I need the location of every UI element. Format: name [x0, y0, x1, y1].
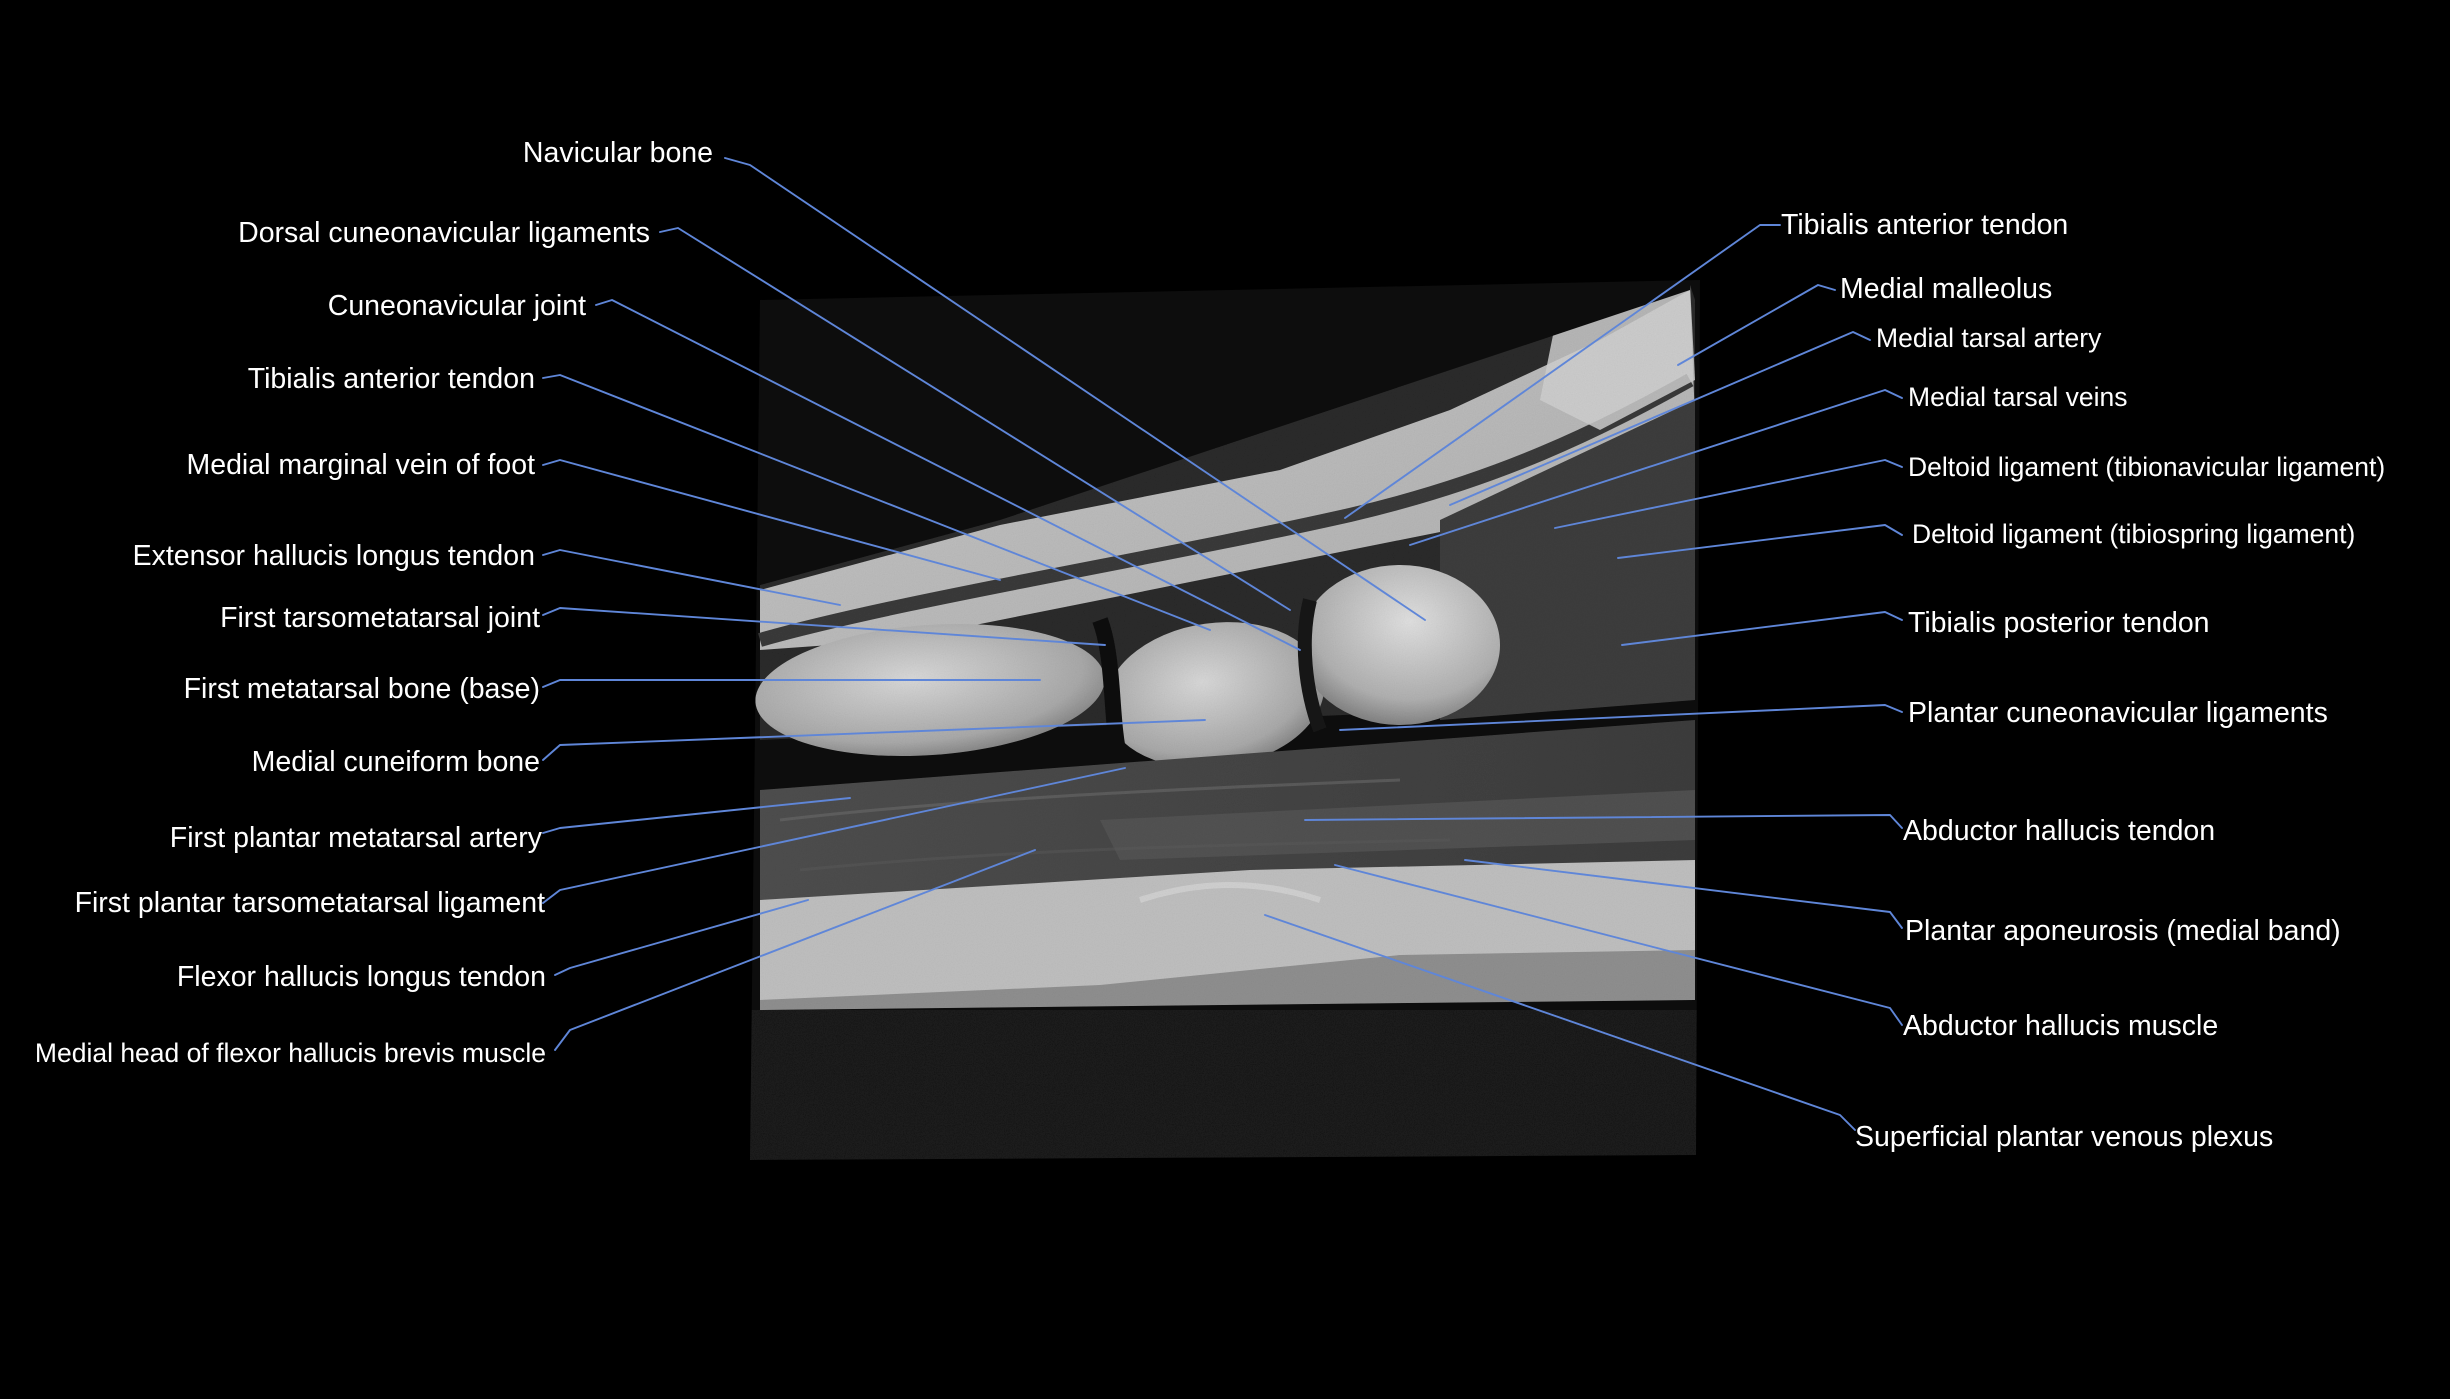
leader-medial-cuneiform-bone: [542, 719, 1206, 761]
label-medial-marginal-vein-of-foot: Medial marginal vein of foot: [186, 449, 535, 481]
leader-plantar-aponeurosis-medial-band: [1464, 859, 1903, 929]
label-superficial-plantar-venous-plexus: Superficial plantar venous plexus: [1855, 1121, 2273, 1153]
leader-first-plantar-metatarsal-artery: [542, 797, 851, 834]
navicular-shape: [1300, 565, 1500, 725]
labels-right: Tibialis anterior tendon Medial malleolu…: [1781, 209, 2385, 1153]
label-medial-malleolus: Medial malleolus: [1840, 273, 2052, 305]
label-medial-head-of-flexor-hallucis-brevis-muscle: Medial head of flexor hallucis brevis mu…: [35, 1038, 546, 1068]
label-dorsal-cuneonavicular-ligaments: Dorsal cuneonavicular ligaments: [238, 217, 650, 249]
label-medial-tarsal-artery: Medial tarsal artery: [1876, 323, 2102, 353]
leader-cuneonavicular-joint: [595, 299, 1301, 651]
first-metatarsal-shape: [755, 624, 1105, 756]
label-first-plantar-metatarsal-artery: First plantar metatarsal artery: [170, 822, 543, 854]
leader-plantar-cuneonavicular-ligaments: [1339, 704, 1903, 731]
label-abductor-hallucis-muscle: Abductor hallucis muscle: [1903, 1010, 2218, 1042]
label-abductor-hallucis-tendon: Abductor hallucis tendon: [1903, 815, 2215, 847]
leader-first-tarsometatarsal-joint: [542, 607, 1106, 646]
mri-image: [750, 280, 1700, 1160]
leader-tibialis-posterior-tendon: [1621, 611, 1903, 646]
label-navicular-bone: Navicular bone: [523, 137, 713, 169]
leader-extensor-hallucis-longus-tendon: [542, 549, 841, 606]
label-plantar-cuneonavicular-ligaments: Plantar cuneonavicular ligaments: [1908, 697, 2328, 729]
label-deltoid-ligament-tibiospring: Deltoid ligament (tibiospring ligament): [1912, 519, 2355, 549]
leader-tibialis-anterior-tendon-right: [1344, 224, 1781, 519]
medial-cuneiform-shape: [1105, 622, 1325, 768]
leader-medial-marginal-vein-of-foot: [542, 459, 1001, 581]
leader-first-metatarsal-bone-base: [542, 679, 1041, 688]
label-tibialis-anterior-tendon-left: Tibialis anterior tendon: [248, 363, 535, 395]
label-tibialis-anterior-tendon-right: Tibialis anterior tendon: [1781, 209, 2068, 241]
label-first-tarsometatarsal-joint: First tarsometatarsal joint: [220, 602, 540, 634]
leader-deltoid-ligament-tibionavicular: [1554, 459, 1903, 529]
label-extensor-hallucis-longus-tendon: Extensor hallucis longus tendon: [133, 540, 535, 572]
leader-first-plantar-tarsometatarsal-ligament: [542, 767, 1126, 904]
leader-abductor-hallucis-tendon: [1304, 814, 1903, 829]
label-medial-tarsal-veins: Medial tarsal veins: [1908, 382, 2127, 412]
leader-dorsal-cuneonavicular-ligaments: [659, 227, 1291, 611]
label-flexor-hallucis-longus-tendon: Flexor hallucis longus tendon: [177, 961, 546, 993]
label-first-plantar-tarsometatarsal-ligament: First plantar tarsometatarsal ligament: [75, 887, 546, 919]
leader-tibialis-anterior-tendon-left: [542, 374, 1211, 631]
label-tibialis-posterior-tendon: Tibialis posterior tendon: [1908, 607, 2210, 639]
leader-medial-malleolus: [1677, 284, 1836, 366]
leader-medial-tarsal-veins: [1409, 389, 1903, 546]
labels-left: Navicular bone Dorsal cuneonavicular lig…: [35, 137, 713, 1068]
leader-navicular-bone: [724, 157, 1426, 621]
leader-lines: [542, 157, 1903, 1131]
leader-abductor-hallucis-muscle: [1334, 864, 1903, 1026]
label-medial-cuneiform-bone: Medial cuneiform bone: [252, 746, 540, 778]
label-deltoid-ligament-tibionavicular: Deltoid ligament (tibionavicular ligamen…: [1908, 452, 2385, 482]
leader-medial-tarsal-artery: [1449, 331, 1871, 506]
leader-medial-head-of-flexor-hallucis-brevis-muscle: [554, 849, 1036, 1051]
label-plantar-aponeurosis-medial-band: Plantar aponeurosis (medial band): [1905, 915, 2341, 947]
leader-deltoid-ligament-tibiospring: [1617, 524, 1903, 559]
leader-superficial-plantar-venous-plexus: [1264, 914, 1856, 1131]
label-first-metatarsal-bone-base: First metatarsal bone (base): [184, 673, 540, 705]
leader-flexor-hallucis-longus-tendon: [554, 899, 809, 976]
label-cuneonavicular-joint: Cuneonavicular joint: [328, 290, 586, 322]
